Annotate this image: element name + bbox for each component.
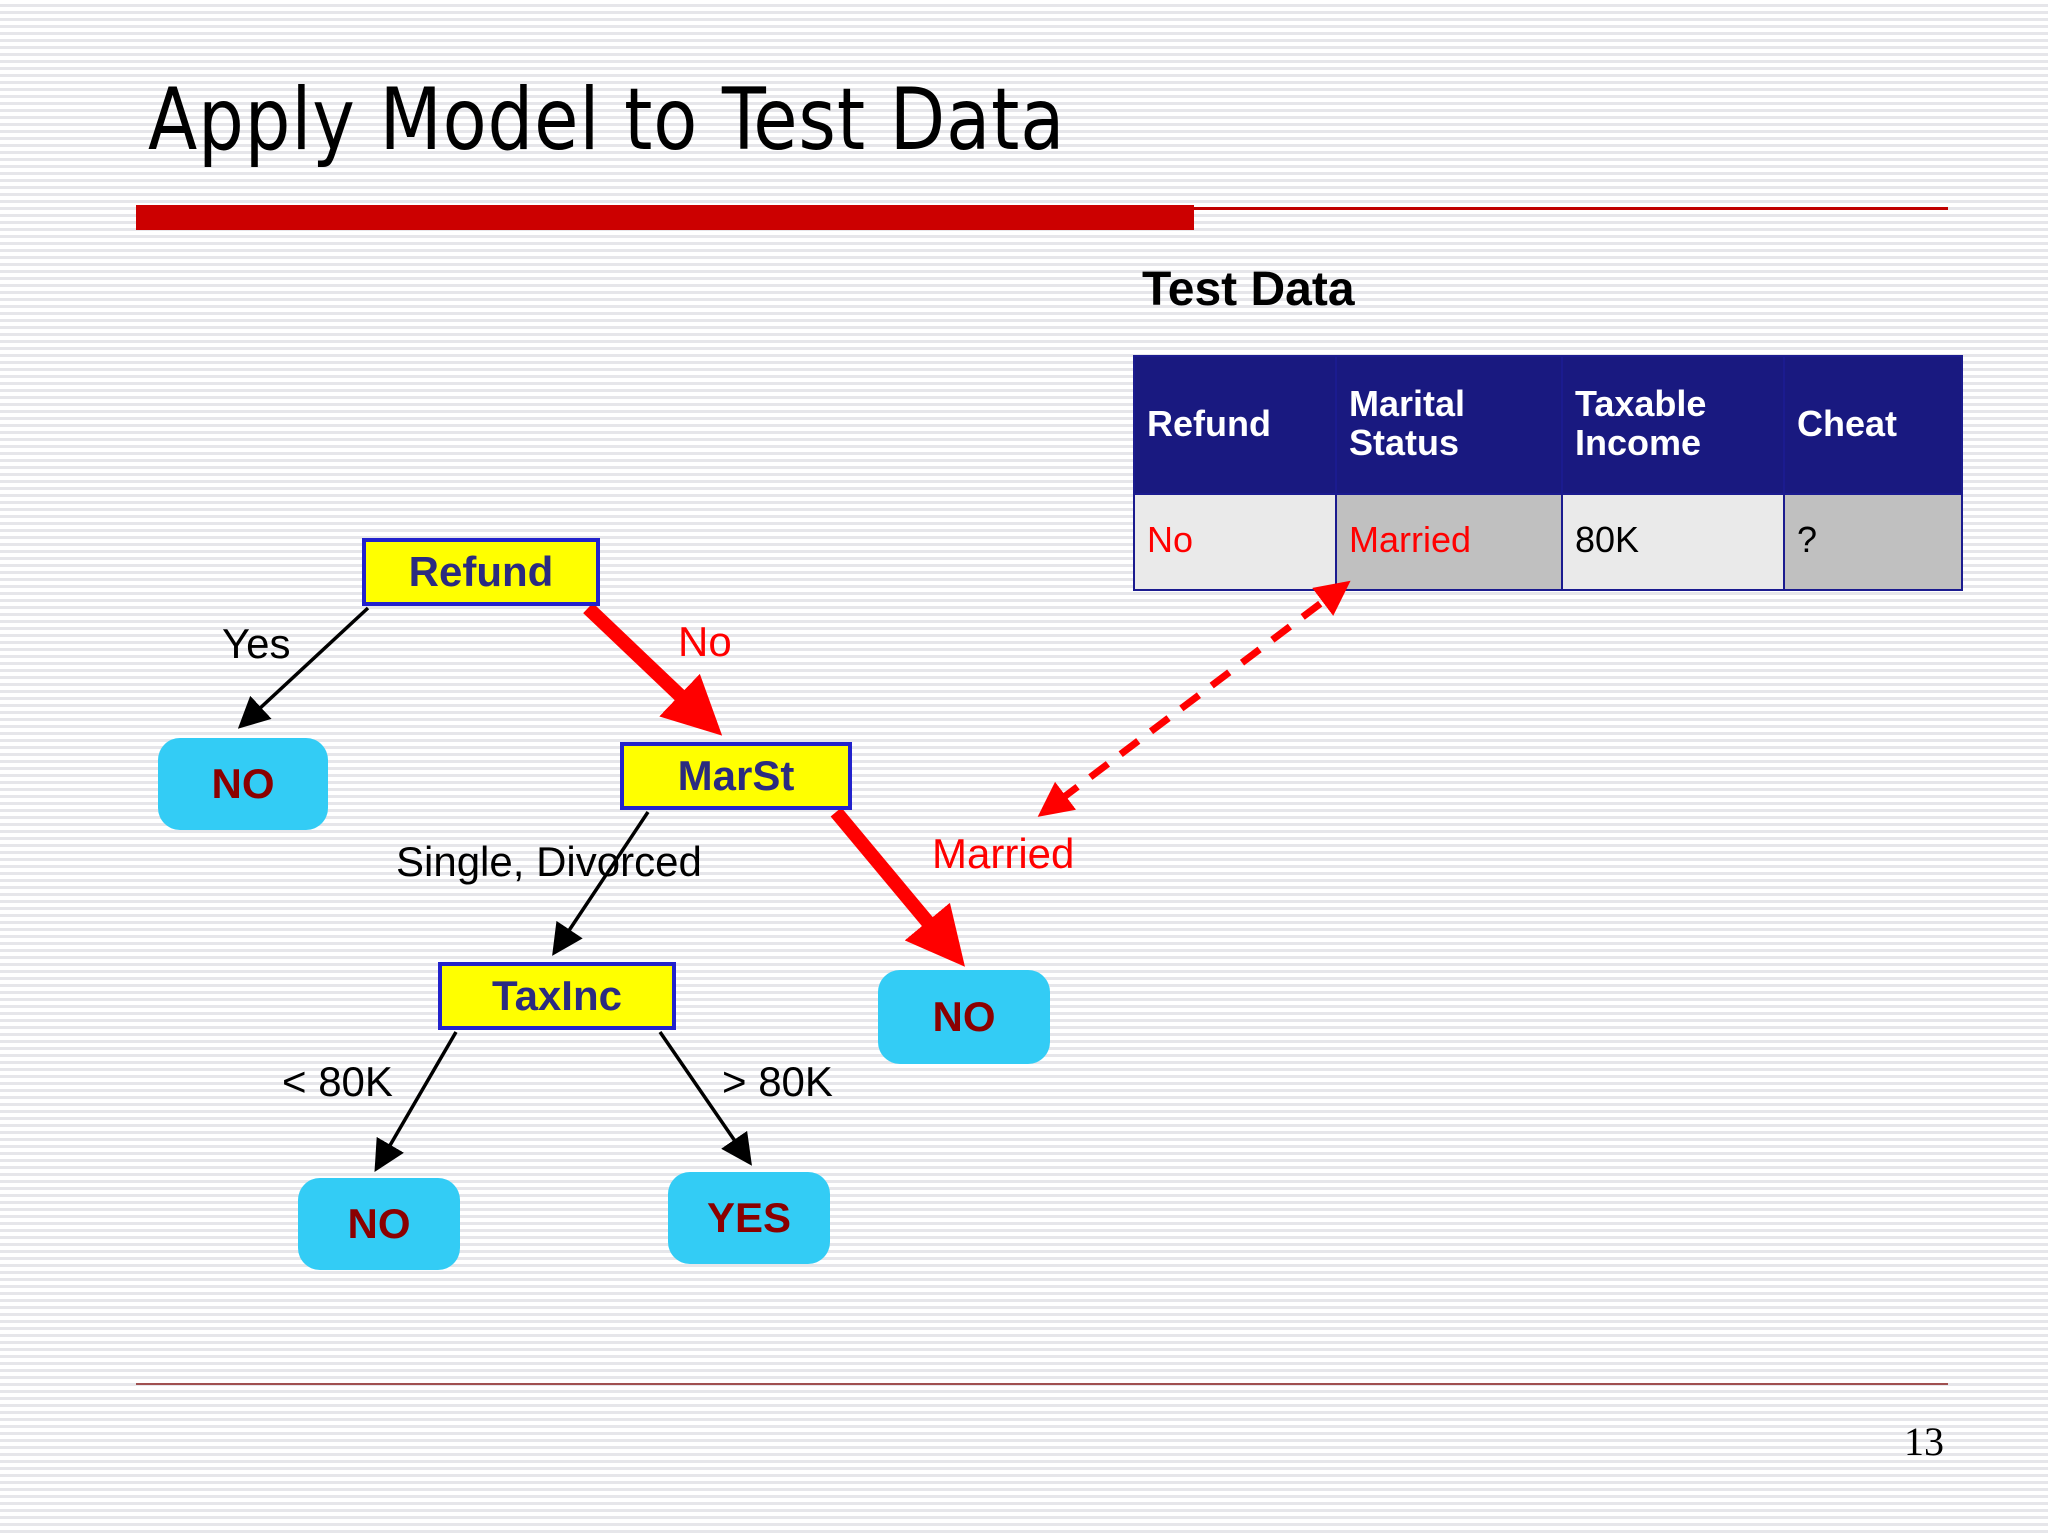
test-data-heading: Test Data — [1142, 263, 1355, 316]
tree-leaf-yes-gt80k[interactable]: YES — [668, 1172, 830, 1264]
cell-refund: No — [1133, 493, 1337, 591]
cell-marital-status: Married — [1335, 493, 1563, 591]
table-header-row: Refund Marital Status Taxable Income Che… — [1133, 355, 1963, 495]
tree-leaf-no-refund-yes[interactable]: NO — [158, 738, 328, 830]
test-record-link-arrow — [1037, 580, 1351, 817]
test-data-table: Refund Marital Status Taxable Income Che… — [1133, 355, 1963, 591]
edge-label-yes: Yes — [222, 620, 291, 667]
column-header-marital-status: Marital Status — [1335, 355, 1563, 495]
title-rule-thick — [136, 205, 1194, 230]
column-header-refund: Refund — [1133, 355, 1337, 495]
tree-node-refund[interactable]: Refund — [362, 538, 600, 606]
edge-label-single-divorced: Single, Divorced — [396, 838, 702, 885]
column-header-cheat: Cheat — [1783, 355, 1963, 495]
edge-label-lt-80k: < 80K — [282, 1058, 393, 1105]
tree-node-taxinc[interactable]: TaxInc — [438, 962, 676, 1030]
page-number: 13 — [1904, 1419, 1944, 1464]
tree-leaf-no-married[interactable]: NO — [878, 970, 1050, 1064]
edge-label-gt-80k: > 80K — [722, 1058, 833, 1105]
cell-taxable-income: 80K — [1561, 493, 1785, 591]
table-body: No Married 80K ? — [1133, 493, 1963, 591]
table-header: Refund Marital Status Taxable Income Che… — [1133, 355, 1963, 495]
tree-leaf-no-lt80k[interactable]: NO — [298, 1178, 460, 1270]
cell-cheat: ? — [1783, 493, 1963, 591]
tree-node-marst[interactable]: MarSt — [620, 742, 852, 810]
table-row: No Married 80K ? — [1133, 493, 1963, 591]
column-header-taxable-income: Taxable Income — [1561, 355, 1785, 495]
edge-label-married: Married — [932, 830, 1075, 877]
edge-label-no: No — [678, 618, 732, 665]
footer-rule — [136, 1383, 1948, 1385]
page-title: Apply Model to Test Data — [148, 70, 1066, 170]
